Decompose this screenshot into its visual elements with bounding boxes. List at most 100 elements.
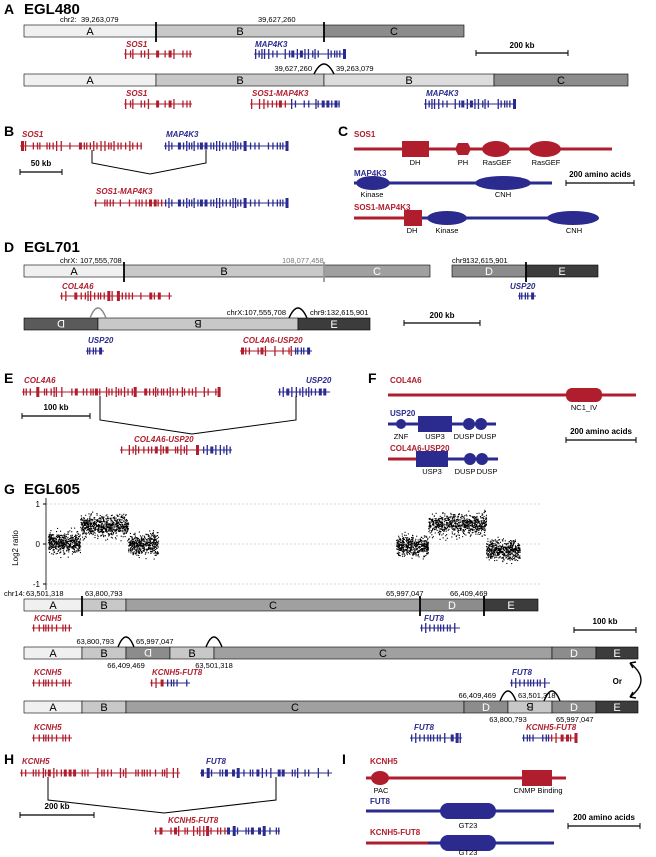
b-sos1-label: SOS1 [22, 130, 44, 139]
d-fusion-blue [294, 347, 312, 355]
g3-seg-e: E [613, 702, 620, 714]
a-sos1-label: SOS1 [126, 40, 148, 49]
g2-junction-1: 63,800,793 [76, 637, 114, 646]
c-scale-bar: 200 amino acids [565, 170, 635, 186]
dd-seg-e: E [330, 319, 337, 331]
a-sos1-gene [124, 49, 192, 59]
e-fusion-connector [99, 396, 297, 435]
dd-seg-b: B [194, 317, 201, 329]
g2-fusion-red [150, 678, 166, 688]
e-scale-bar: 100 kb [21, 403, 91, 419]
g-ytick-m1: -1 [33, 580, 41, 589]
i-fusion-gt23: GT23 [459, 848, 478, 857]
g3-junction-3: 63,800,793 [489, 715, 527, 724]
c-rasgef-1: RasGEF [483, 158, 512, 167]
a2-fusion-blue [290, 99, 340, 109]
g3-seg-d: D [482, 702, 490, 714]
e-usp20-gene [278, 387, 330, 397]
g-scale-label: 100 kb [593, 617, 618, 626]
d-chr9: chr9: [452, 256, 469, 265]
e-usp20-label: USP20 [306, 376, 332, 385]
d2-usp20-gene [86, 347, 104, 355]
g2-fusion-label: KCNH5-FUT8 [152, 668, 203, 677]
d-coord-x2: 108,077,458 [282, 256, 324, 265]
g-seg-b: B [100, 600, 107, 612]
e-col4a6-label: COL4A6 [24, 376, 56, 385]
g3-fut8-gene [410, 733, 462, 743]
g3-junction-1: 66,409,469 [458, 691, 496, 700]
b-fusion-label: SOS1-MAP4K3 [96, 187, 153, 196]
d-coord-x1: 107,555,708 [80, 256, 122, 265]
h-scale-label: 200 kb [45, 802, 70, 811]
g3-fusion-red [550, 733, 578, 743]
c-cnh: CNH [495, 190, 511, 199]
g-seg-c: C [269, 600, 277, 612]
c-scale-label: 200 amino acids [569, 170, 631, 179]
f-col4a6-protein [388, 388, 636, 402]
i-kcnh5-protein [366, 770, 566, 786]
g3-fusion-blue [522, 734, 550, 742]
c-fusion-kinase: Kinase [436, 226, 459, 235]
h-kcnh5-label: KCNH5 [22, 757, 50, 766]
g2-kcnh5-label: KCNH5 [34, 668, 62, 677]
d-seg-e: E [558, 266, 565, 278]
g2-fut8-gene [510, 678, 550, 688]
g2-seg-d: D [570, 648, 578, 660]
d2-usp20-label: USP20 [88, 336, 114, 345]
g-fut8-gene [420, 623, 460, 633]
a2-fusion-label-a: SOS1-MAP4K3 [252, 89, 309, 98]
g2-junction-4: 63,501,318 [195, 661, 233, 670]
panel-e-label: E [4, 370, 13, 386]
g-coord-1: 63,501,318 [26, 589, 64, 598]
g-chrom: chr14: [4, 589, 25, 598]
panel-g-label: G [4, 481, 15, 497]
g-fut8-label: FUT8 [424, 614, 445, 623]
h-fut8-label: FUT8 [206, 757, 227, 766]
e-scale-label: 100 kb [44, 403, 69, 412]
g3-seg-c: C [291, 702, 299, 714]
h-fusion-blue [226, 826, 280, 836]
a-coord-1: 39,263,079 [81, 15, 119, 24]
c-kinase: Kinase [361, 190, 384, 199]
d-scale-bar: 200 kb [403, 311, 481, 326]
c-fusion-dh: DH [407, 226, 418, 235]
d-seg-a: A [70, 266, 78, 278]
panel-d-label: D [4, 239, 14, 255]
g2-junction-3: 66,409,469 [107, 661, 145, 670]
g-ylabel: Log2 ratio [11, 530, 20, 566]
panel-f-label: F [368, 370, 377, 386]
b-fusion-blue [164, 198, 289, 208]
panel-i-label: I [342, 751, 346, 767]
h-fut8-gene [200, 768, 332, 778]
a2-seg-c: C [557, 75, 565, 87]
f-usp3: USP3 [425, 432, 445, 441]
d-fusion-label-a: COL4A6-USP20 [243, 336, 303, 345]
g-coord-3: 65,997,047 [386, 589, 424, 598]
a-map4k3-label: MAP4K3 [255, 40, 288, 49]
panel-a-label: A [4, 1, 14, 17]
h-scale-bar: 200 kb [19, 802, 95, 818]
c-fusion-label: SOS1-MAP4K3 [354, 203, 411, 212]
a-chrom-bar-2: A B B C [23, 63, 629, 87]
g3-junction-4: 65,997,047 [556, 715, 594, 724]
g2-junction-2: 65,997,047 [136, 637, 174, 646]
d-coord-9: 132,615,901 [466, 256, 508, 265]
a2-fusion-red [250, 99, 290, 109]
egl480-title: EGL480 [24, 1, 80, 18]
g-kcnh5-gene [32, 624, 72, 632]
f-usp20-label: USP20 [390, 409, 416, 418]
c-sos1-label: SOS1 [354, 130, 376, 139]
g-seg-a: A [49, 600, 57, 612]
g-ytick-1: 1 [36, 500, 41, 509]
dd-seg-d: D [57, 317, 65, 329]
e-col4a6-gene [22, 387, 221, 397]
c-dh: DH [410, 158, 421, 167]
g3-junction-2: 63,501,318 [518, 691, 556, 700]
a2-sos1-gene [124, 99, 192, 109]
g-kcnh5-label: KCNH5 [34, 614, 62, 623]
d-chrx: chrX: [60, 256, 78, 265]
i-gt23: GT23 [459, 821, 478, 830]
g2-seg-b2: B [188, 648, 195, 660]
d-col4a6-label: COL4A6 [62, 282, 94, 291]
